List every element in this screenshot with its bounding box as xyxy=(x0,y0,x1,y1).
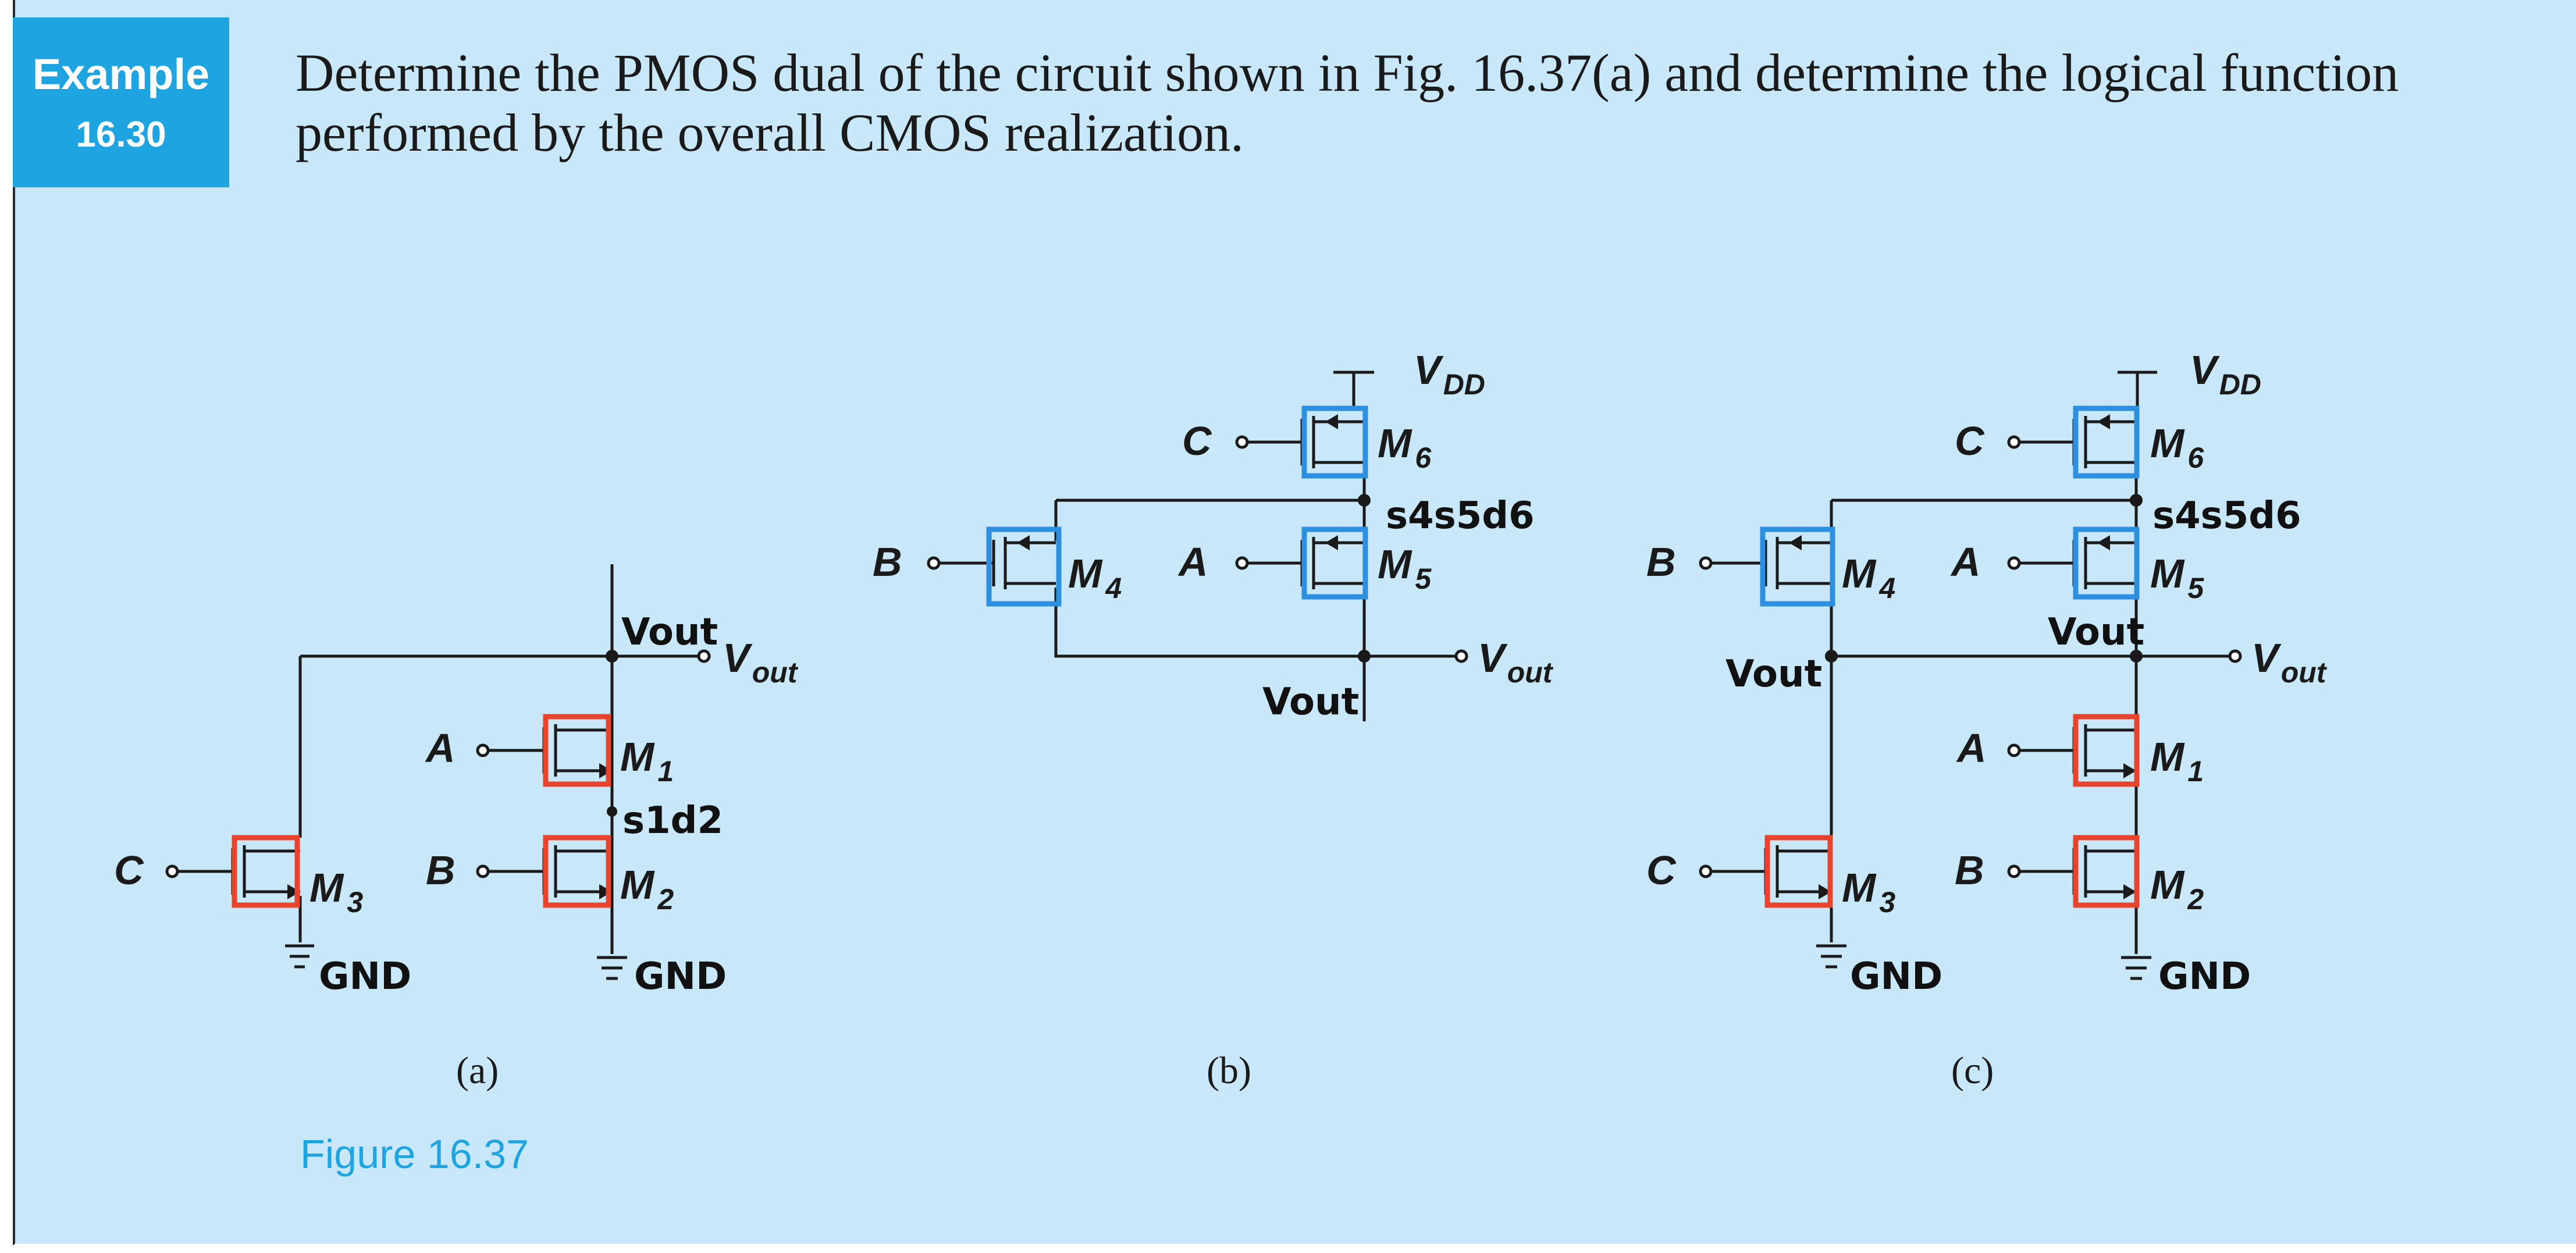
c-m2 xyxy=(2007,835,2140,908)
c-m3 xyxy=(1699,835,1833,908)
b-m5-box xyxy=(1301,526,1368,600)
c-handwritten-gnd-right: GND xyxy=(2158,955,2251,998)
c-input-a-bot: A xyxy=(1956,725,1987,771)
c-ground-right xyxy=(2121,956,2151,980)
example-panel xyxy=(13,0,2576,1245)
c-m3-box xyxy=(1764,835,1833,908)
c-sublabel: (c) xyxy=(1951,1049,1994,1092)
c-m5-box xyxy=(2073,526,2140,600)
b-output-node xyxy=(1358,650,1371,663)
c-wires xyxy=(1830,499,2231,942)
c-output-node xyxy=(2130,650,2143,663)
a-ground-left xyxy=(285,944,314,969)
b-input-c: C xyxy=(1182,418,1212,464)
a-m3 xyxy=(165,835,300,908)
b-vout-pin xyxy=(1454,649,1468,663)
c-vdd-label: VDD xyxy=(2190,347,2261,401)
b-m4-box xyxy=(986,526,1062,607)
c-vdd-bar xyxy=(2118,371,2157,407)
b-vdd-label: VDD xyxy=(1414,347,1485,401)
a-handwritten-gnd-right: GND xyxy=(634,955,727,998)
a-m3-box xyxy=(232,835,300,908)
b-input-b: B xyxy=(873,539,902,585)
b-m6-box xyxy=(1301,405,1368,479)
a-handwritten-vout: Vout xyxy=(621,611,718,654)
b-m4 xyxy=(927,526,1062,607)
b-handwritten-vout: Vout xyxy=(1262,681,1359,724)
c-m4-box xyxy=(1760,526,1835,607)
c-vout-label: Vout xyxy=(2251,635,2328,689)
example-number: 16.30 xyxy=(76,114,166,155)
a-vout-pin xyxy=(697,649,711,663)
c-handwritten-vout-left: Vout xyxy=(1725,653,1822,696)
b-vdd-bar xyxy=(1333,371,1374,407)
b-vout-label: Vout xyxy=(1478,635,1554,689)
c-m2-box xyxy=(2073,835,2140,908)
a-ground-right xyxy=(597,956,627,980)
a-m1 xyxy=(476,714,612,787)
figure-caption: Figure 16.37 xyxy=(300,1131,529,1177)
c-m6-box xyxy=(2073,405,2140,479)
b-m6 xyxy=(1235,405,1368,479)
b-handwritten-node: s4s5d6 xyxy=(1386,494,1535,537)
b-sublabel: (b) xyxy=(1207,1049,1251,1092)
a-m1-box xyxy=(543,714,611,787)
c-handwritten-gnd-left: GND xyxy=(1850,955,1942,998)
a-input-b: B xyxy=(426,848,456,893)
c-top-node xyxy=(2130,494,2143,507)
c-handwritten-node: s4s5d6 xyxy=(2152,494,2301,537)
c-m6 xyxy=(2007,405,2140,479)
c-m4 xyxy=(1699,526,1835,607)
a-input-c: C xyxy=(114,848,144,893)
a-handwritten-gnd-left: GND xyxy=(319,955,411,998)
c-handwritten-vout-right: Vout xyxy=(2048,611,2144,654)
c-input-c-top: C xyxy=(1955,418,1985,464)
example-badge: Example 16.30 xyxy=(13,17,229,187)
c-input-c-bot: C xyxy=(1646,848,1677,893)
a-m2-box xyxy=(543,835,611,908)
a-output-node xyxy=(606,650,618,663)
c-left-node xyxy=(1825,650,1838,663)
a-m2 xyxy=(476,835,612,908)
c-input-a-top: A xyxy=(1950,539,1981,585)
a-input-a: A xyxy=(425,725,456,771)
a-sublabel: (a) xyxy=(456,1049,499,1092)
b-loop-wires xyxy=(1054,499,1457,658)
c-input-b-bot: B xyxy=(1955,848,1984,893)
b-top-node xyxy=(1358,494,1371,507)
c-m5 xyxy=(2007,526,2140,600)
b-m5 xyxy=(1235,526,1368,600)
c-input-b-top: B xyxy=(1646,539,1676,585)
a-handwritten-node: s1d2 xyxy=(622,799,723,842)
c-m1-box xyxy=(2073,714,2140,787)
b-input-a: A xyxy=(1177,539,1208,585)
c-vout-pin xyxy=(2228,649,2242,663)
question-text: Determine the PMOS dual of the circuit s… xyxy=(296,43,2399,163)
c-ground-left xyxy=(1816,944,1846,969)
a-vout-label: Vout xyxy=(723,635,799,689)
example-label: Example xyxy=(32,50,210,98)
a-mid-node xyxy=(607,806,617,817)
c-m1 xyxy=(2007,714,2140,787)
